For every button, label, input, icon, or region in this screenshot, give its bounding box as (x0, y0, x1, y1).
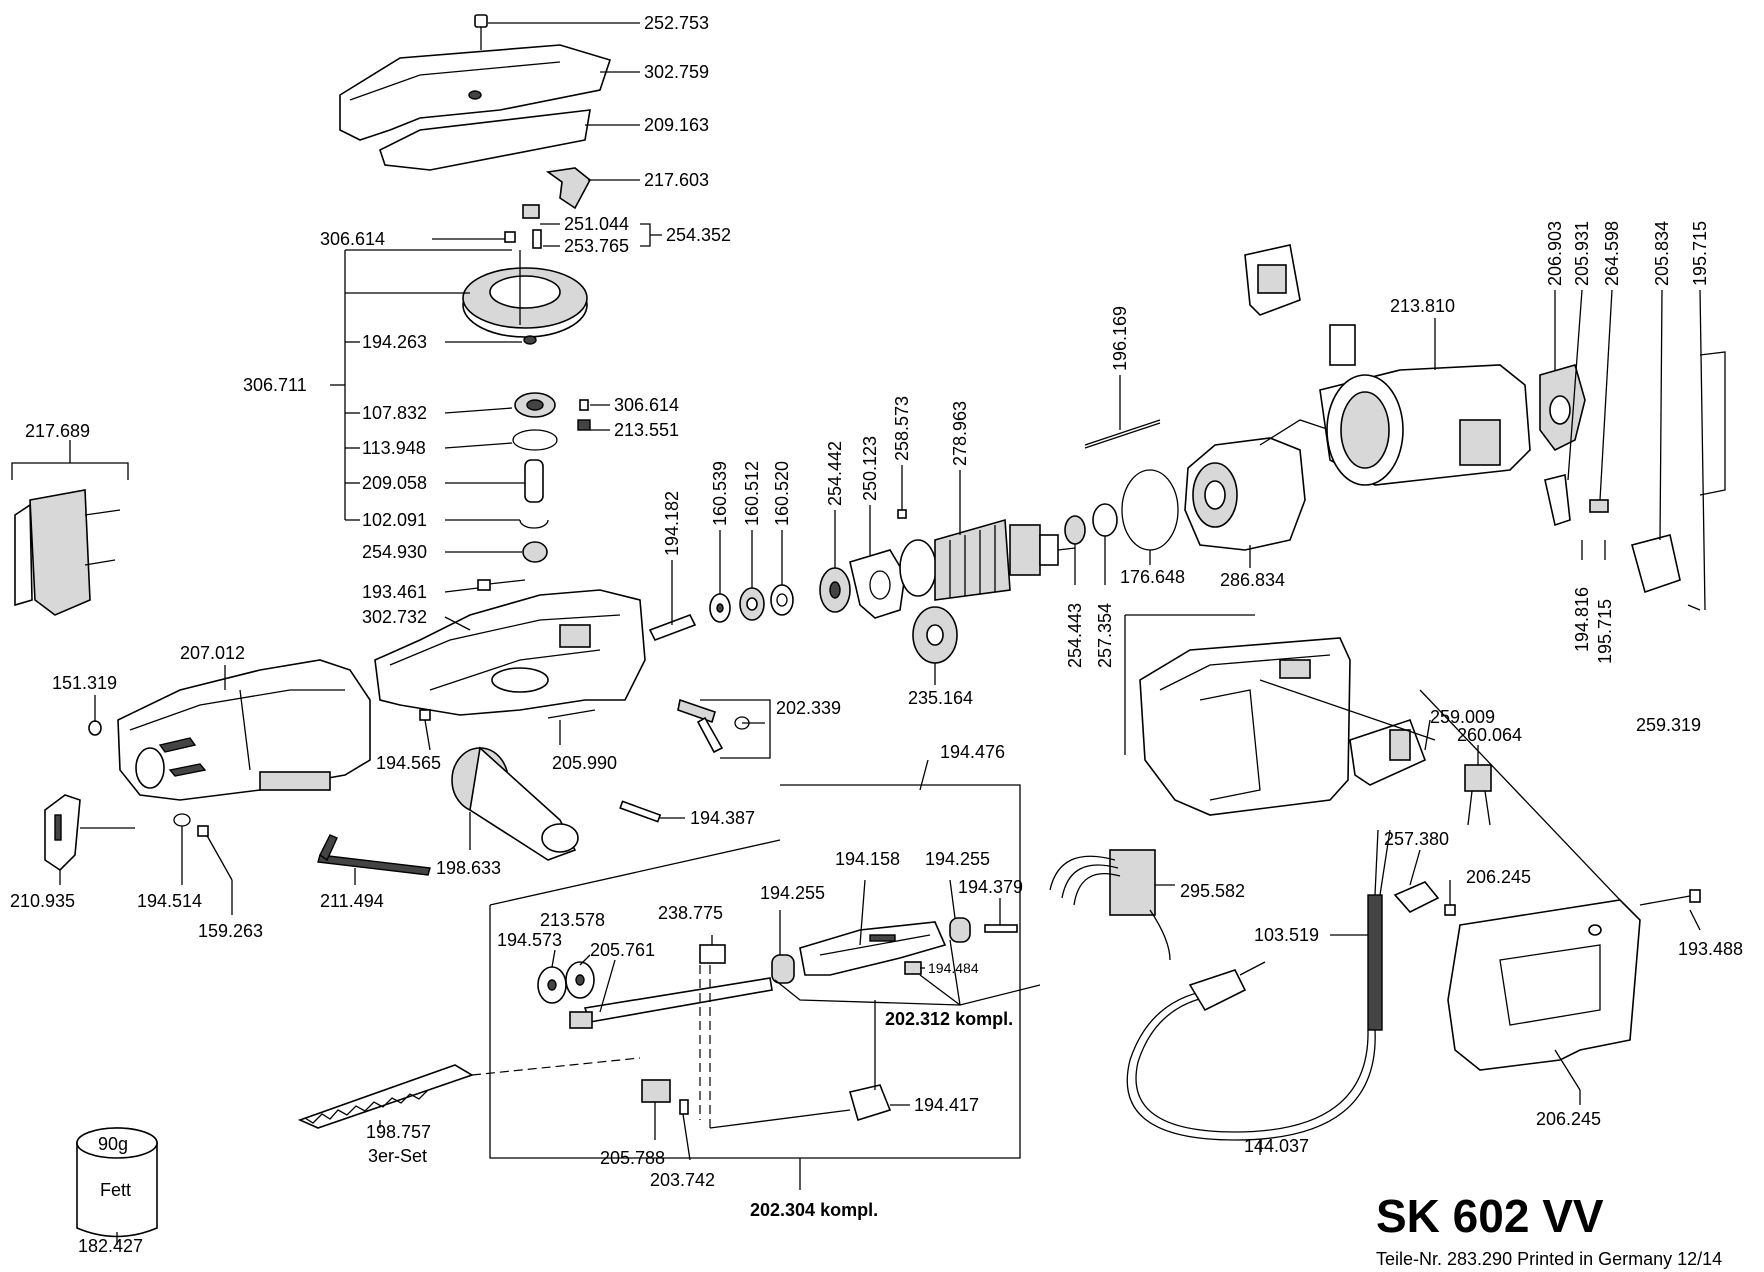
label-194-565: 194.565 (376, 753, 441, 773)
bracket-217689 (11, 440, 129, 616)
label-217-603: 217.603 (644, 170, 709, 190)
footer: SK 602 VV Teile-Nr. 283.290 Printed in G… (1376, 1190, 1722, 1269)
label-195-715-b: 195.715 (1595, 599, 1615, 664)
label-257-354: 257.354 (1095, 603, 1115, 668)
label-286-834: 286.834 (1220, 570, 1285, 590)
label-251-044: 251.044 (564, 214, 629, 234)
label-254-930: 254.930 (362, 542, 427, 562)
label-194-387: 194.387 (690, 808, 755, 828)
gear-cover-group (339, 14, 612, 563)
label-235-164: 235.164 (908, 688, 973, 708)
label-107-832: 107.832 (362, 403, 427, 423)
grease-can (76, 1127, 158, 1238)
label-278-963: 278.963 (950, 401, 970, 466)
label-194-816: 194.816 (1572, 587, 1592, 652)
label-205-788: 205.788 (600, 1148, 665, 1168)
grease-weight: 90g (98, 1134, 128, 1154)
label-160-512: 160.512 (742, 461, 762, 526)
label-194-573: 194.573 (497, 930, 562, 950)
label-206-903: 206.903 (1545, 221, 1565, 286)
label-198-633: 198.633 (436, 858, 501, 878)
label-194-158: 194.158 (835, 849, 900, 869)
label-205-761: 205.761 (590, 940, 655, 960)
label-206-245-b: 206.245 (1536, 1109, 1601, 1129)
label-205-834: 205.834 (1652, 221, 1672, 286)
label-151-319: 151.319 (52, 673, 117, 693)
label-198-757-set: 3er-Set (368, 1146, 427, 1166)
label-193-488: 193.488 (1678, 939, 1743, 959)
label-259-009: 259.009 (1430, 707, 1495, 727)
gear-housing (374, 579, 646, 716)
label-202-312-kompl: 202.312 kompl. (885, 1009, 1013, 1029)
model-title: SK 602 VV (1376, 1190, 1604, 1242)
label-203-742: 203.742 (650, 1170, 715, 1190)
label-205-990: 205.990 (552, 753, 617, 773)
label-254-352: 254.352 (666, 225, 731, 245)
label-194-263: 194.263 (362, 332, 427, 352)
label-176-648: 176.648 (1120, 567, 1185, 587)
label-252-753: 252.753 (644, 13, 709, 33)
label-302-732: 302.732 (362, 607, 427, 627)
label-194-182: 194.182 (662, 491, 682, 556)
front-housing (44, 659, 431, 881)
label-217-689: 217.689 (25, 421, 90, 441)
drive-parts (648, 419, 1179, 664)
label-194-255-a: 194.255 (925, 849, 990, 869)
label-102-091: 102.091 (362, 510, 427, 530)
label-196-169: 196.169 (1110, 306, 1130, 371)
label-206-245-a: 206.245 (1466, 867, 1531, 887)
label-211-494: 211.494 (320, 891, 384, 911)
label-194-484: 194.484 (928, 960, 979, 976)
label-259-319: 259.319 (1636, 715, 1701, 735)
label-306-614-a: 306.614 (320, 229, 385, 249)
label-209-163: 209.163 (644, 115, 709, 135)
label-306-614-b: 306.614 (614, 395, 679, 415)
label-210-935: 210.935 (10, 891, 75, 911)
label-113-948: 113.948 (362, 438, 426, 458)
label-258-573: 258.573 (892, 396, 912, 461)
part-labels: 252.753 302.759 209.163 217.603 251.044 … (10, 13, 1743, 1256)
label-264-598: 264.598 (1602, 221, 1622, 286)
label-257-380: 257.380 (1384, 829, 1449, 849)
grease-name: Fett (100, 1180, 131, 1200)
label-213-578: 213.578 (540, 910, 605, 930)
label-306-711: 306.711 (243, 375, 307, 395)
label-194-514: 194.514 (137, 891, 202, 911)
label-159-263: 159.263 (198, 921, 263, 941)
label-160-539: 160.539 (710, 461, 730, 526)
label-202-304-kompl: 202.304 kompl. (750, 1200, 878, 1220)
label-202-339: 202.339 (776, 698, 841, 718)
label-213-551: 213.551 (614, 420, 679, 440)
handle-housing (1049, 614, 1701, 1141)
label-254-442: 254.442 (825, 441, 845, 506)
label-194-417: 194.417 (914, 1095, 979, 1115)
label-194-379: 194.379 (958, 877, 1023, 897)
part-number-footer: Teile-Nr. 283.290 Printed in Germany 12/… (1376, 1249, 1722, 1269)
label-253-765: 253.765 (564, 236, 629, 256)
label-238-775: 238.775 (658, 903, 723, 923)
label-302-759: 302.759 (644, 62, 709, 82)
label-195-715-a: 195.715 (1690, 221, 1710, 286)
label-295-582: 295.582 (1180, 881, 1245, 901)
label-144-037: 144.037 (1244, 1136, 1309, 1156)
leader-lines (59, 22, 1706, 1245)
label-205-931: 205.931 (1572, 221, 1592, 286)
label-160-520: 160.520 (772, 461, 792, 526)
label-103-519: 103.519 (1254, 925, 1319, 945)
label-194-255-b: 194.255 (760, 883, 825, 903)
label-213-810: 213.810 (1390, 296, 1455, 316)
label-250-123: 250.123 (860, 436, 880, 501)
label-207-012: 207.012 (180, 643, 245, 663)
label-193-461: 193.461 (362, 582, 427, 602)
label-209-058: 209.058 (362, 473, 427, 493)
aux-handle (419, 698, 750, 861)
label-254-443: 254.443 (1065, 603, 1085, 668)
label-198-757: 198.757 (366, 1122, 431, 1142)
motor-stator (1184, 244, 1726, 611)
label-182-427: 182.427 (78, 1236, 143, 1256)
blade-assembly (297, 784, 1021, 1159)
label-194-476: 194.476 (940, 742, 1005, 762)
label-260-064: 260.064 (1457, 725, 1522, 745)
